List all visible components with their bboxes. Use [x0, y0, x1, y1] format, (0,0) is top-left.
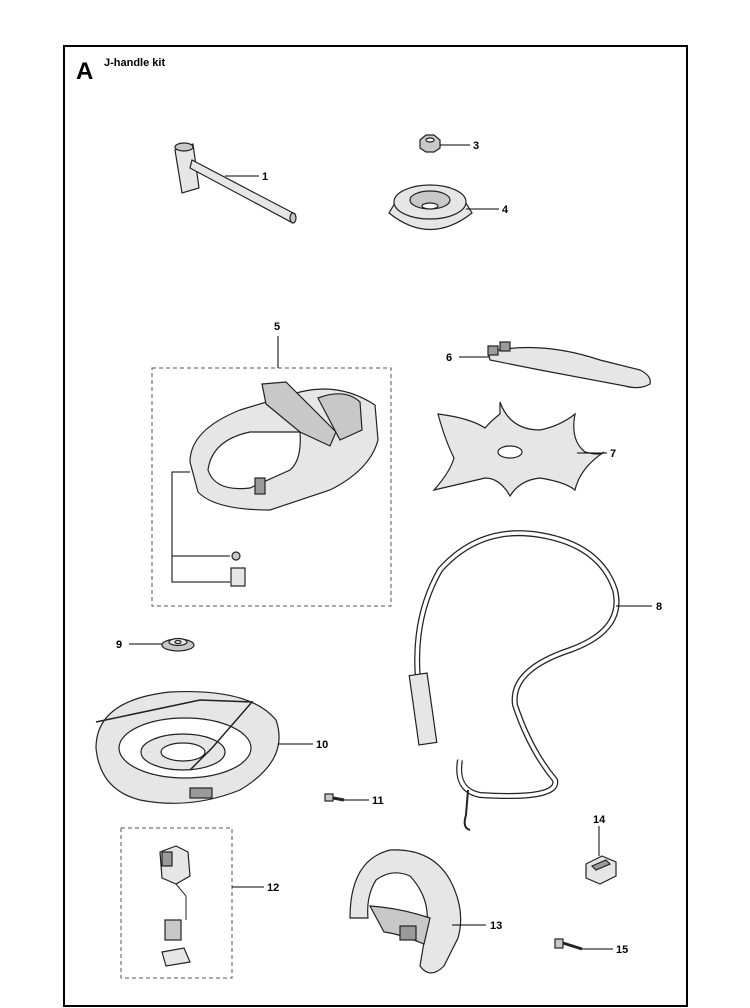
- clamp-block-icon: [585, 855, 617, 885]
- part-14[interactable]: 14: [585, 814, 617, 885]
- nut-icon: [419, 134, 441, 153]
- part-12[interactable]: 11: [324, 793, 384, 807]
- part-5[interactable]: 5: [151, 321, 392, 607]
- part-4[interactable]: 4: [388, 184, 509, 231]
- part-number-8: 8: [656, 601, 662, 613]
- kit-box-5: [151, 367, 392, 607]
- part-number-3: 3: [473, 140, 479, 152]
- part-number-14: 14: [593, 814, 606, 826]
- part-13[interactable]: 13: [349, 849, 502, 974]
- part-9[interactable]: 9: [116, 637, 195, 652]
- section-title: J-handle kit: [104, 57, 165, 69]
- fastener-bracket: [171, 471, 246, 587]
- combination-wrench-icon: [174, 142, 297, 224]
- part-7[interactable]: 7: [432, 401, 616, 498]
- part-number-1: 1: [262, 171, 268, 183]
- harness-strap-icon: [408, 530, 620, 831]
- loop-handle-icon: [349, 849, 462, 974]
- part-number-10: 10: [316, 739, 328, 751]
- part-number-6: 6: [446, 352, 452, 364]
- blade-guard-icon: [189, 381, 379, 511]
- kit-box-11: [120, 827, 233, 979]
- part-8[interactable]: 8: [408, 530, 662, 831]
- trimmer-guard-icon: [95, 690, 280, 804]
- bolt-icon: [554, 938, 583, 951]
- handle-clamp-kit-icon: [159, 845, 191, 967]
- screw-icon: [324, 793, 345, 802]
- part-6[interactable]: 6: [446, 341, 651, 389]
- part-number-15: 15: [616, 944, 628, 956]
- part-3[interactable]: 3: [419, 134, 479, 153]
- part-number-9: 9: [116, 639, 122, 651]
- part-number-4: 4: [502, 204, 509, 216]
- part-1[interactable]: 1: [174, 142, 297, 224]
- part-number-13: 13: [490, 920, 502, 932]
- part-10[interactable]: 10: [95, 690, 328, 804]
- part-15[interactable]: 15: [554, 938, 628, 956]
- diagram-border: [63, 45, 688, 1007]
- transport-guard-icon: [487, 341, 651, 389]
- support-cup-icon: [388, 184, 473, 231]
- part-number-11: 12: [267, 882, 279, 894]
- part-number-7: 7: [610, 448, 616, 460]
- part-number-12: 11: [372, 795, 384, 807]
- part-number-5: 5: [274, 321, 280, 333]
- part-11[interactable]: 12: [120, 827, 279, 979]
- flange-washer-icon: [161, 637, 195, 652]
- grass-blade-icon: [432, 401, 605, 498]
- section-letter: A: [76, 58, 93, 85]
